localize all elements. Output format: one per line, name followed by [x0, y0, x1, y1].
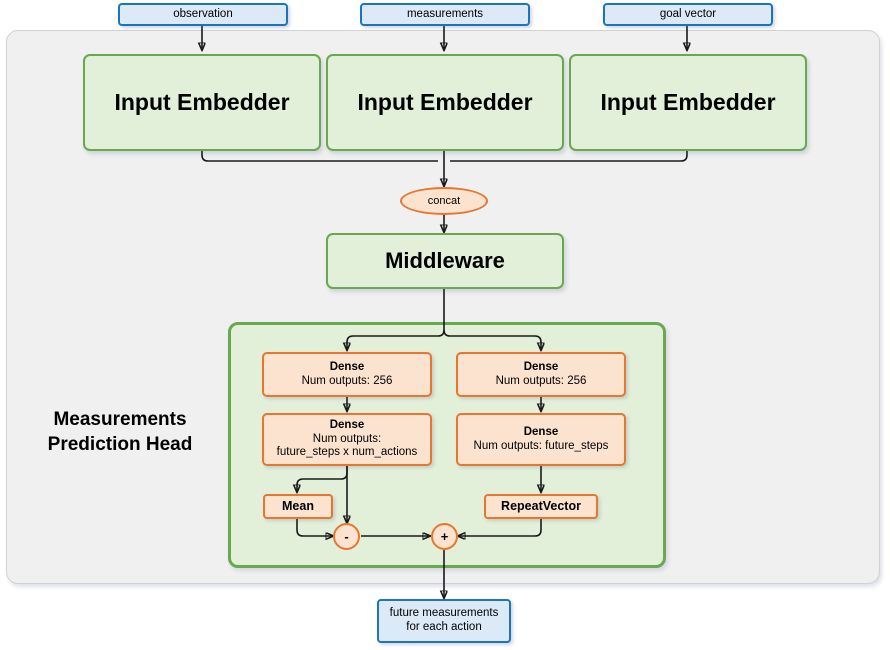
input-box-goal-vector: goal vector — [603, 3, 773, 26]
input-box-observation: observation — [118, 3, 288, 26]
right-dense-256: Dense Num outputs: 256 — [456, 352, 626, 397]
left-dense-future-steps-actions: Dense Num outputs: future_steps x num_ac… — [262, 413, 432, 466]
right-dense-256-outputs: Num outputs: 256 — [495, 374, 587, 387]
output-box-future-measurements: future measurements for each action — [377, 599, 511, 643]
repeat-vector-box: RepeatVector — [484, 494, 598, 519]
add-operator: + — [431, 523, 458, 550]
left-dense-fsa-outputs-value: future_steps x num_actions — [276, 446, 418, 459]
left-dense-256-title: Dense — [329, 360, 365, 373]
output-line1: future measurements — [389, 607, 499, 620]
output-line2: for each action — [406, 621, 482, 633]
right-dense-256-title: Dense — [523, 360, 559, 373]
prediction-head-label-line1: Measurements — [53, 409, 187, 430]
subtract-operator: - — [333, 523, 360, 550]
concat-node: concat — [400, 187, 488, 215]
mean-box: Mean — [263, 494, 333, 519]
left-dense-fsa-title: Dense — [329, 419, 365, 432]
right-dense-future-steps: Dense Num outputs: future_steps — [456, 413, 626, 466]
prediction-head-label: Measurements Prediction Head — [20, 408, 220, 457]
right-dense-fs-outputs: Num outputs: future_steps — [473, 439, 609, 452]
input-embedder-goal-vector: Input Embedder — [569, 54, 807, 151]
left-dense-256-outputs: Num outputs: 256 — [301, 374, 393, 387]
right-dense-fs-title: Dense — [523, 425, 559, 438]
input-embedder-observation: Input Embedder — [83, 54, 321, 151]
middleware-box: Middleware — [326, 233, 564, 289]
input-embedder-measurements: Input Embedder — [326, 54, 564, 151]
prediction-head-label-line2: Prediction Head — [47, 433, 193, 455]
left-dense-256: Dense Num outputs: 256 — [262, 352, 432, 397]
left-dense-fsa-outputs-label: Num outputs: — [312, 432, 382, 445]
input-box-measurements: measurements — [360, 3, 530, 26]
